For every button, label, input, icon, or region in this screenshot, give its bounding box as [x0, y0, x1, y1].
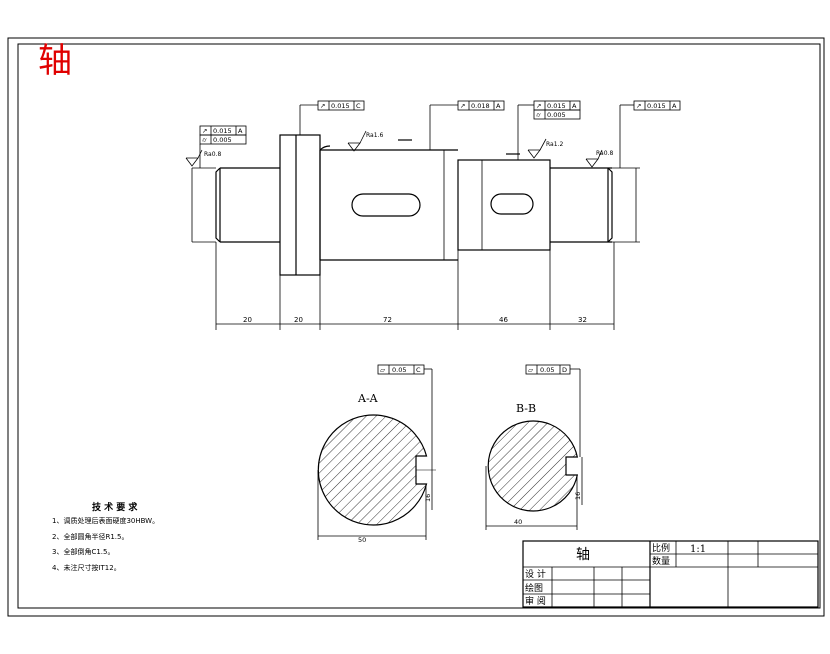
drawing-title: 轴	[38, 41, 72, 81]
tolerance-frames	[199, 100, 681, 168]
tol-datum: C	[356, 102, 361, 110]
tol-datum: A	[496, 102, 501, 110]
length-labels: 20 20 72 46 32	[243, 316, 587, 324]
bb-flatness-datum: D	[562, 366, 567, 374]
tol-value: 0.015	[547, 102, 566, 110]
section-aa-label: A-A	[357, 392, 379, 405]
length-label: 20	[294, 316, 303, 324]
tol-value: 0.005	[547, 111, 566, 119]
tol-value: 0.018	[471, 102, 490, 110]
length-label: 72	[383, 316, 392, 324]
tech-req-item: 4、未注尺寸按IT12。	[52, 563, 121, 572]
cylindricity-symbol-icon: ⌭	[536, 111, 541, 119]
runout-symbol-icon: ↗	[636, 102, 641, 110]
length-label: 20	[243, 316, 252, 324]
tol-value: 0.015	[647, 102, 666, 110]
tol-datum: A	[672, 102, 677, 110]
runout-symbol-icon: ↗	[202, 127, 207, 135]
bb-flatness: 0.05	[540, 366, 554, 374]
section-aa	[317, 414, 436, 526]
tb-draw-label: 绘图	[525, 582, 543, 594]
length-label: 32	[578, 316, 587, 324]
title-block	[522, 540, 819, 608]
roughness-label: Ra0.8	[204, 151, 221, 158]
flatness-symbol-icon: ⏥	[380, 366, 385, 374]
runout-symbol-icon: ↗	[320, 102, 325, 110]
roughness-symbols	[185, 130, 603, 168]
roughness-label: Ra1.2	[546, 141, 563, 148]
tol-datum: A	[572, 102, 577, 110]
tb-design-label: 设 计	[525, 568, 546, 580]
runout-symbol-icon: ↗	[536, 102, 541, 110]
tb-scale-label: 比例	[652, 542, 670, 554]
aa-flatness-datum: C	[416, 366, 421, 374]
inner-frame	[17, 43, 821, 609]
tol-value: 0.015	[213, 127, 232, 135]
roughness-labels: Ra0.8 Ra1.6 Ra1.2 Ra0.8	[204, 132, 613, 158]
tolerance-values: ↗ 0.015 A ⌭ 0.005 ↗ 0.015 C ↗ 0.018 A ↗ …	[202, 102, 677, 144]
roughness-label: Ra0.8	[596, 150, 613, 157]
diameter-dims	[191, 140, 640, 270]
aa-flatness: 0.05	[392, 366, 406, 374]
tol-value: 0.005	[213, 136, 232, 144]
bb-width-dim: 40	[514, 518, 522, 526]
section-aa-dims	[317, 364, 433, 540]
roughness-label: Ra1.6	[366, 132, 383, 139]
length-dims	[215, 242, 615, 330]
shaft-main-view	[215, 134, 613, 276]
flatness-symbol-icon: ⏥	[528, 366, 533, 374]
section-cut-marks	[398, 139, 520, 155]
section-bb-dims	[485, 364, 583, 530]
tech-req-item: 2、全部圆角半径R1.5。	[52, 532, 128, 541]
tb-scale-value: 1:1	[690, 544, 706, 555]
tech-req-heading: 技 术 要 求	[92, 501, 138, 513]
runout-symbol-icon: ↗	[460, 102, 465, 110]
tech-req-item: 1、调质处理后表面硬度30HBW。	[52, 516, 159, 525]
bb-depth-dim: 16	[574, 492, 582, 500]
tol-value: 0.015	[331, 102, 350, 110]
section-bb	[487, 420, 579, 512]
tb-review-label: 审 阅	[525, 595, 546, 607]
section-bb-label: B-B	[516, 402, 536, 415]
tb-part-name: 轴	[576, 547, 590, 563]
length-label: 46	[499, 316, 508, 324]
tol-datum: A	[238, 127, 243, 135]
tech-req-item: 3、全部倒角C1.5。	[52, 547, 114, 556]
aa-width-dim: 50	[358, 536, 366, 544]
aa-depth-dim: 16	[424, 494, 432, 502]
outer-frame	[7, 37, 825, 617]
tb-qty-label: 数量	[652, 555, 670, 567]
cylindricity-symbol-icon: ⌭	[202, 136, 207, 144]
